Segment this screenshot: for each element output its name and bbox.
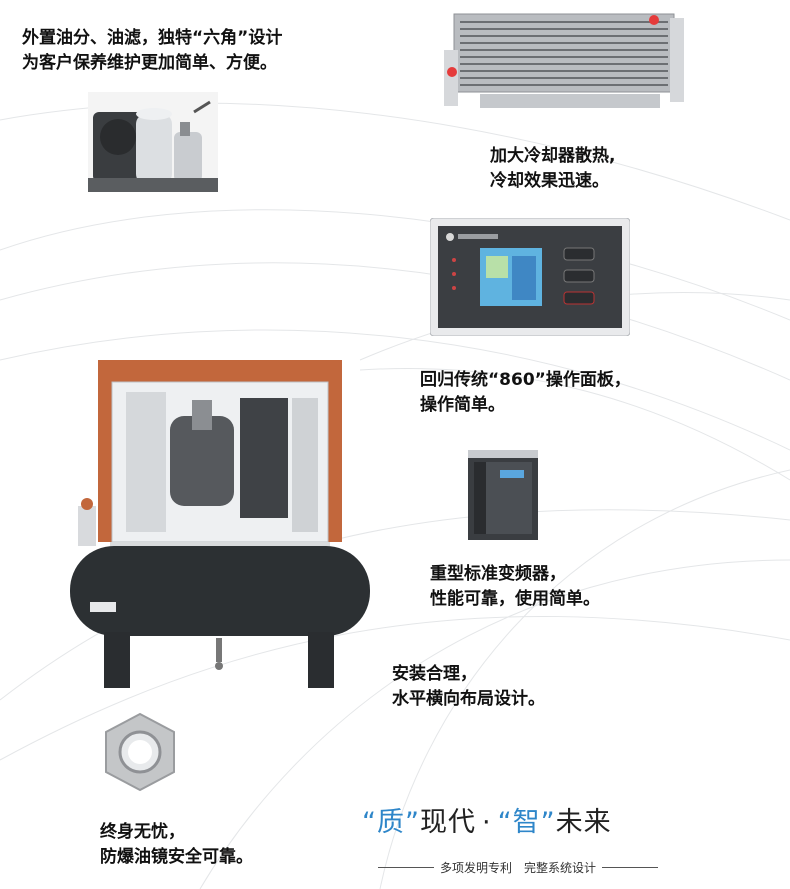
panel-caption: 回归传统“860”操作面板， 操作简单。	[420, 368, 631, 418]
cooler-caption-line-1: 加大冷却器散热,	[490, 146, 616, 166]
slogan-quote-close-1: ”	[405, 807, 420, 838]
oil-separator-caption-line-2: 为客户保养维护更加简单、方便。	[22, 53, 277, 73]
slogan-part-2: 未来	[555, 807, 612, 838]
layout-caption: 安装合理， 水平横向布局设计。	[392, 662, 545, 712]
oil-separator-caption: 外置油分、油滤，独特“六角”设计 为客户保养维护更加简单、方便。	[22, 26, 282, 76]
inverter-image	[468, 450, 538, 540]
subline-left-text: 多项发明专利	[439, 860, 512, 875]
sight-glass-caption-line-1: 终身无忧，	[100, 822, 185, 842]
sight-glass-caption: 终身无忧， 防爆油镜安全可靠。	[100, 820, 253, 870]
slogan-dot: ·	[482, 807, 492, 838]
subline-right-rule	[602, 866, 658, 868]
slogan-quote-open-2: “	[497, 807, 513, 838]
subline-left-rule	[378, 866, 434, 868]
oil-separator-image	[88, 92, 218, 192]
subline-right-text: 完整系统设计	[524, 860, 597, 875]
control-panel-image	[430, 218, 630, 336]
cooler-caption-line-2: 冷却效果迅速。	[490, 171, 609, 191]
layout-caption-line-1: 安装合理，	[392, 664, 477, 684]
slogan-word-wisdom: 智	[512, 807, 541, 838]
oil-separator-caption-line-1: 外置油分、油滤，独特“六角”设计	[22, 28, 283, 48]
cooler-caption: 加大冷却器散热, 冷却效果迅速。	[490, 144, 615, 194]
slogan-part-1: 现代	[420, 807, 476, 838]
slogan-word-quality: 质	[377, 807, 405, 838]
layout-caption-line-2: 水平横向布局设计。	[392, 689, 545, 709]
sight-glass-caption-line-2: 防爆油镜安全可靠。	[100, 847, 253, 867]
slogan: “质”现代·“智”未来	[362, 800, 612, 839]
panel-caption-line-1: 回归传统“860”操作面板，	[420, 370, 631, 390]
cooler-image	[444, 13, 684, 108]
inverter-caption-line-2: 性能可靠，使用简单。	[430, 589, 600, 609]
slogan-quote-close-2: ”	[540, 807, 556, 838]
compressor-image	[70, 360, 370, 688]
inverter-caption: 重型标准变频器， 性能可靠，使用简单。	[430, 562, 600, 612]
sight-glass-image	[105, 712, 175, 792]
slogan-quote-open-1: “	[362, 807, 377, 838]
panel-caption-line-2: 操作简单。	[420, 395, 505, 415]
inverter-caption-line-1: 重型标准变频器，	[430, 564, 566, 584]
subline: 多项发明专利 完整系统设计	[372, 858, 664, 876]
